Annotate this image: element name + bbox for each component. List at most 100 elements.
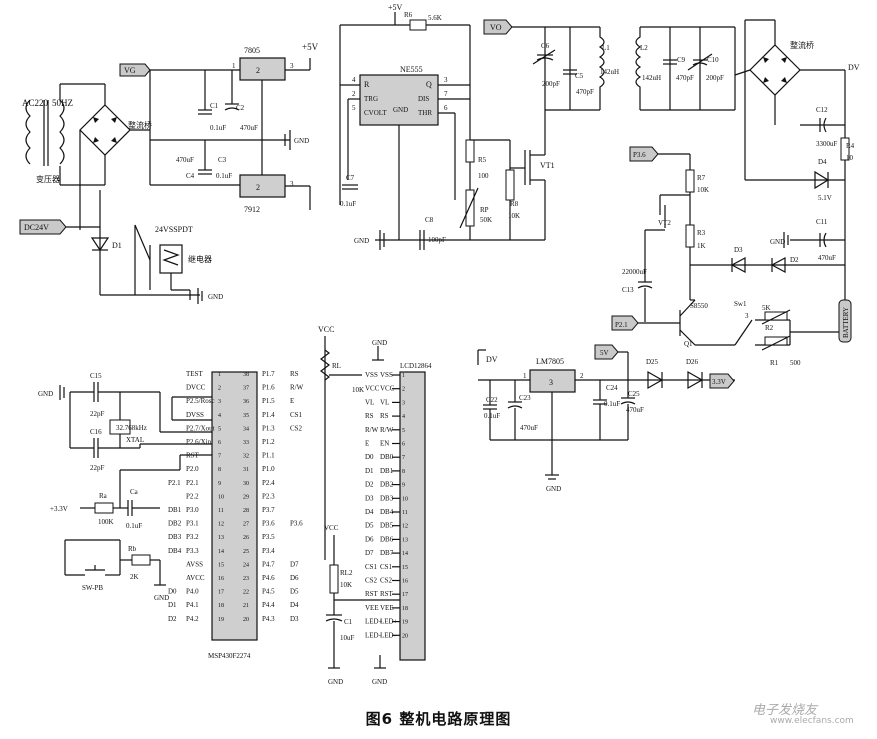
out33-tag (709, 373, 735, 389)
mcu-pin-name: P3.1 (186, 520, 199, 528)
mcu-pin-name: P2.7/Xout (186, 424, 215, 432)
mcu-pin-number: 19 (218, 617, 224, 623)
relay-label: 继电器 (188, 254, 212, 264)
c23-label: C23 (519, 394, 531, 402)
relay-model-label: 24VSSPDT (155, 225, 193, 234)
vt1-label: VT1 (540, 161, 555, 170)
lcd-net-label: CS2 (365, 577, 378, 585)
gnd-label-10: GND (372, 678, 387, 686)
relay-coil (159, 244, 183, 274)
p36-label: P3.6 (633, 151, 646, 159)
lcd-pin-number: 19 (402, 620, 408, 626)
potentiometer-rp (465, 189, 475, 227)
ra-value: 100K (98, 518, 114, 526)
mcu-net-label: DB3 (168, 533, 182, 541)
dc24v-tag (19, 219, 67, 235)
mcu-pin-number: 10 (218, 494, 224, 500)
mcu-net-label: DB2 (168, 520, 182, 528)
lcd-pin-signal: LED- (380, 631, 397, 639)
mcu-pin-number: 12 (218, 522, 224, 528)
reg33-5v-tag (594, 344, 619, 360)
mcu-pin-name: P4.0 (186, 588, 199, 596)
lcd-pin-signal: DB6 (380, 535, 394, 543)
diode-d1 (90, 237, 110, 252)
reg-pos-label: 7805 (244, 46, 260, 55)
svg-text:3: 3 (745, 312, 749, 320)
svg-text:7: 7 (444, 90, 448, 98)
d25-label: D25 (646, 358, 659, 366)
mcu-pin-name: P2.5/Rosc (186, 397, 215, 405)
vt2-label: VT2 (658, 219, 671, 227)
mcu-pin-name: P1.3 (262, 424, 275, 432)
resistor-r7 (685, 169, 695, 193)
lcd-pin-signal: VEE (380, 604, 394, 612)
c24-value: 0.1uF (604, 400, 620, 408)
mcu-pin-name: P2.6/Xin (186, 438, 212, 446)
c13-value: 22000uF (622, 268, 647, 276)
c16-value: 22pF (90, 464, 105, 472)
lcd-net-label: LED+ (365, 618, 383, 626)
rl-label: RL (332, 362, 341, 370)
mcu-pin-name: P3.0 (186, 506, 199, 514)
mcu-net-label: RS (290, 370, 299, 378)
l1-value: 142uH (600, 68, 619, 76)
mcu-pin-name: P2.1 (186, 479, 199, 487)
gnd-label-1: GND (294, 137, 309, 145)
mcu-pin-number: 16 (218, 576, 224, 582)
mcu-pin-name: P1.4 (262, 411, 275, 419)
mcu-net-label: R/W (290, 384, 304, 392)
lcd-pin-signal: DB7 (380, 549, 394, 557)
mcu-pin-name: P1.1 (262, 452, 275, 460)
c2-label: C2 (236, 104, 245, 112)
mcu-net-label: DB1 (168, 506, 182, 514)
c6-label: C6 (541, 42, 550, 50)
resistor-ra (94, 502, 114, 514)
diode-d2 (770, 256, 786, 274)
mcu-net-label: E (290, 397, 294, 405)
l2-label: L2 (640, 44, 648, 52)
svg-text:1: 1 (232, 62, 236, 70)
lcd-pin-number: 11 (402, 510, 408, 516)
receiver-block: L2 142uH C9 470pF C10 200pF 整流桥 DV C12 3… (611, 19, 860, 367)
mcu-pin-number: 9 (218, 481, 221, 487)
mcu-pin-number: 22 (243, 590, 249, 596)
mcu-pin-number: 29 (243, 494, 249, 500)
ne555-ic (359, 74, 439, 126)
lcd-net-label: D4 (365, 508, 374, 516)
d26-label: D26 (686, 358, 699, 366)
gnd-label-6: GND (38, 390, 53, 398)
resistor-r6 (409, 19, 427, 31)
mcu-pin-number: 5 (218, 426, 221, 432)
l2-value: 142uH (642, 74, 661, 82)
c6-value: 200pF (542, 80, 560, 88)
lcd-net-label: D1 (365, 467, 374, 475)
timer-block: +5V R6 5.6K NE555 R Q TRG DIS CVOLT THR … (339, 3, 619, 250)
c7-value: 0.1uF (340, 200, 356, 208)
lcd-pin-number: 6 (402, 442, 405, 448)
mcu-pin-name: P4.5 (262, 588, 275, 596)
lcd-pin-number: 1 (402, 373, 405, 379)
lcd-net-label: D2 (365, 481, 374, 489)
mcu-pin-name: P2.2 (186, 492, 199, 500)
lcd-net-label: E (365, 440, 369, 448)
mcu-pin-number: 13 (218, 535, 224, 541)
c15-value: 22pF (90, 410, 105, 418)
mcu-pin-name: P1.0 (262, 465, 275, 473)
mcu-pin-number: 35 (243, 413, 249, 419)
out33-label: 3.3V (712, 378, 726, 386)
mcu-pin-number: 21 (243, 603, 249, 609)
svg-text:5: 5 (352, 104, 356, 112)
lcd-pin-signal: VL (380, 398, 389, 406)
mcu-pin-name: AVSS (186, 560, 203, 568)
battery (838, 299, 852, 343)
ac-input-label: AC220 (22, 98, 49, 108)
ca-value: 0.1uF (126, 522, 142, 530)
mcu-pin-name: P2.0 (186, 465, 199, 473)
rl-value: 10K (352, 386, 364, 394)
plus5v-label: +5V (302, 42, 319, 52)
